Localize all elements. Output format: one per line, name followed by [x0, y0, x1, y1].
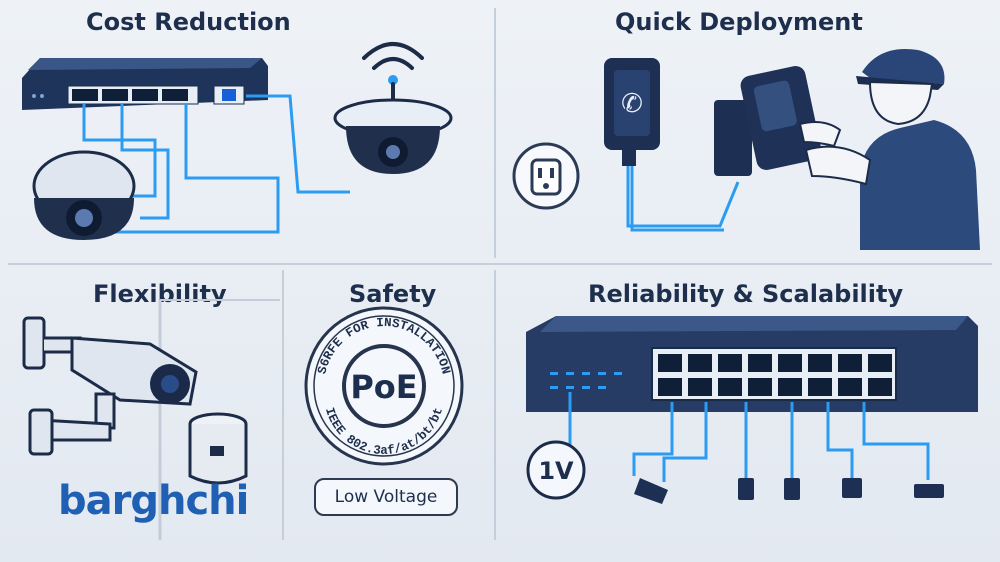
divider-vertical-bottom-right	[494, 270, 496, 540]
bullet-camera-icon	[22, 316, 198, 456]
voltage-label: 1V	[538, 457, 574, 485]
divider-vertical-bottom-left	[282, 270, 284, 540]
desk-phone-icon	[740, 66, 822, 170]
technician-icon	[798, 48, 980, 250]
title-quick-deployment: Quick Deployment	[615, 8, 863, 36]
brand-watermark: barghchi	[58, 478, 249, 524]
wifi-icon	[362, 42, 424, 106]
voip-phone-icon: ✆	[604, 58, 660, 166]
title-safety: Safety	[349, 280, 437, 308]
power-outlet-icon	[512, 142, 580, 210]
cables-cost	[82, 94, 350, 234]
sensor-icon	[188, 412, 248, 485]
divider-horizontal	[8, 263, 992, 265]
svg-text:✆: ✆	[621, 89, 643, 119]
title-cost-reduction: Cost Reduction	[86, 8, 291, 36]
title-reliability: Reliability & Scalability	[588, 280, 904, 308]
dome-camera-icon	[333, 98, 453, 174]
network-switch-icon	[22, 58, 268, 110]
dome-camera-icon	[32, 150, 136, 240]
low-voltage-badge: Low Voltage	[314, 478, 458, 516]
cables-deploy	[626, 166, 740, 232]
stamp-center-text: PoE	[350, 368, 417, 406]
cables-reliability	[568, 392, 930, 482]
voltage-circle: 1V	[526, 440, 586, 500]
ethernet-plug-icon	[634, 478, 944, 504]
network-switch-icon	[526, 316, 978, 412]
poe-injector-icon	[714, 100, 752, 176]
wall-corner	[158, 299, 280, 540]
stamp-icon: S6RFE FOR INSTALLATION IEEE 802.3af/at/b…	[304, 306, 464, 466]
brand-text: barghchi	[58, 478, 249, 524]
divider-vertical-top	[494, 8, 496, 258]
